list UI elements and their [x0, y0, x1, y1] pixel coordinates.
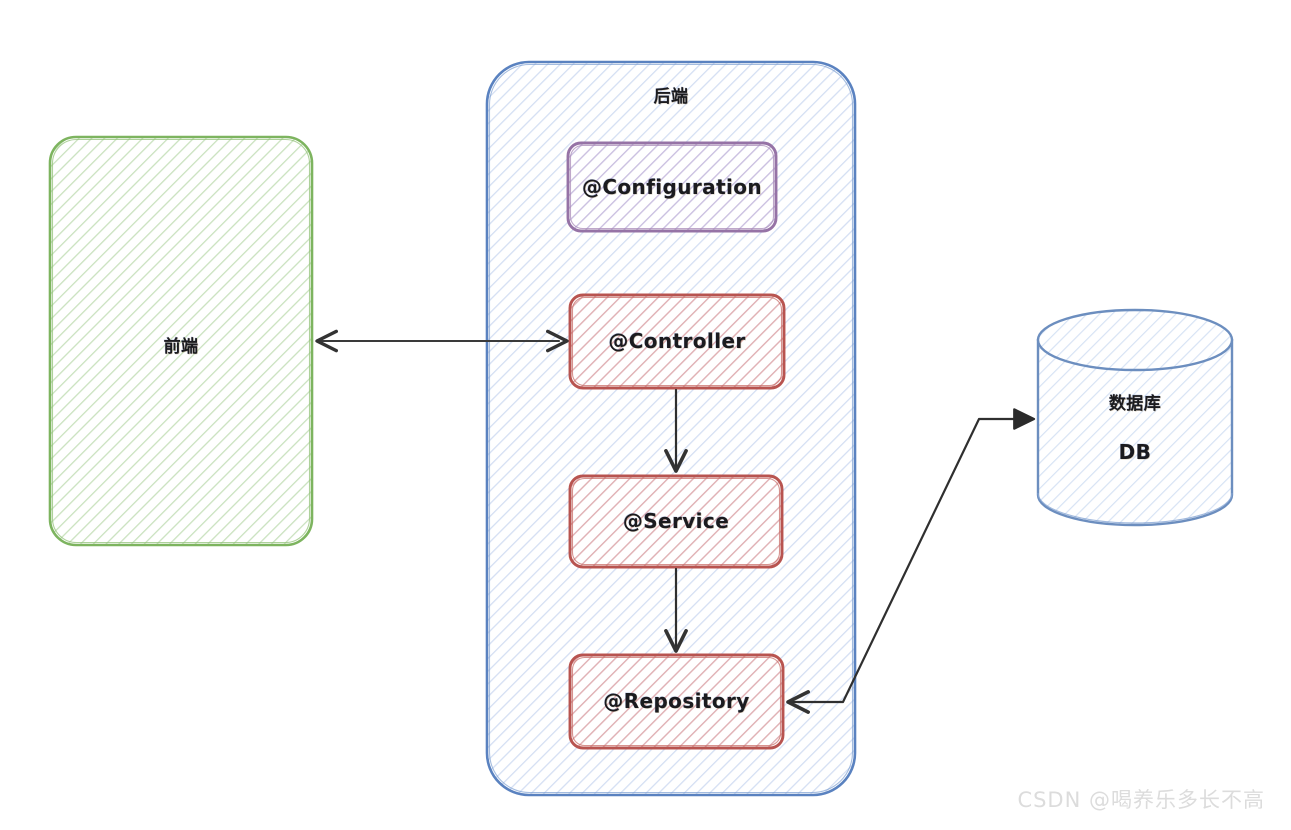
repository-box[interactable] — [568, 653, 785, 750]
controller-box-sketch-stroke — [571, 296, 783, 387]
configuration-box[interactable] — [566, 141, 778, 233]
service-box-shape — [568, 474, 784, 569]
frontend-box-shape — [48, 135, 314, 547]
controller-box[interactable] — [568, 293, 786, 390]
database-cylinder-bottom-sketch — [1037, 492, 1233, 524]
repository-database-link[interactable] — [786, 408, 1036, 714]
csdn-watermark: CSDN @喝养乐多长不高 — [1017, 788, 1265, 812]
configuration-box-sketch-stroke — [569, 144, 775, 230]
repository-box-shape — [568, 653, 785, 750]
controller-box-shape — [568, 293, 786, 390]
service-box[interactable] — [568, 474, 784, 569]
database-cylinder[interactable] — [1036, 308, 1234, 527]
repository-box-sketch-stroke — [571, 656, 782, 747]
frontend-box[interactable] — [48, 135, 314, 547]
service-box-sketch-stroke — [571, 477, 781, 566]
configuration-box-shape — [566, 141, 778, 233]
frontend-box-sketch-stroke — [51, 138, 311, 544]
database-cylinder-top — [1036, 308, 1234, 372]
repository-database-link-line — [786, 408, 1036, 714]
database-cylinder-body — [1036, 338, 1234, 527]
